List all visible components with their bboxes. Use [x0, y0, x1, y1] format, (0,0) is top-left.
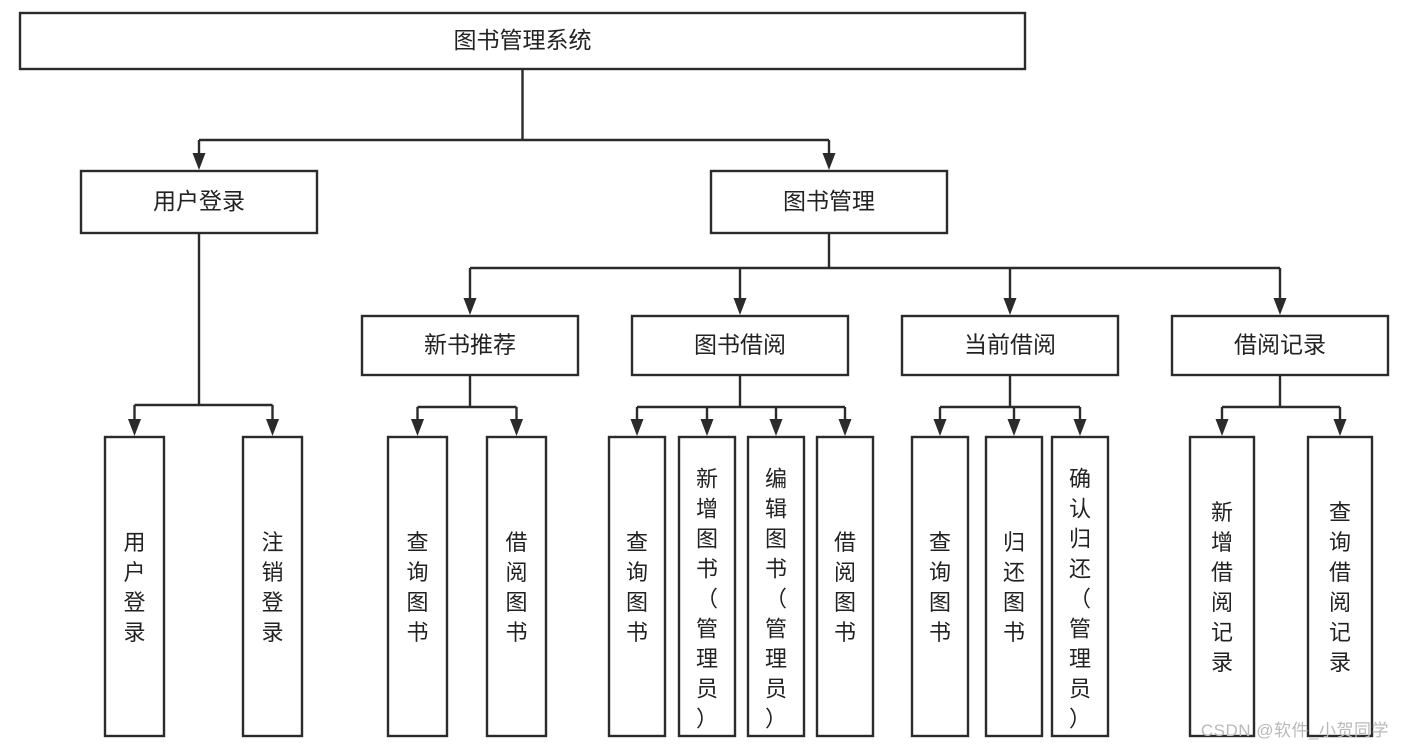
node-box-records[interactable]	[1170, 314, 1390, 377]
node-box-newbook[interactable]	[360, 314, 580, 377]
node-leaf-cur-return[interactable]: 归还图书	[984, 435, 1044, 738]
node-records[interactable]: 借阅记录	[1170, 314, 1390, 377]
node-leaf-borrow-query[interactable]: 查询图书	[607, 435, 667, 738]
edges-layer	[128, 69, 1347, 436]
node-box-leaf-rec-query[interactable]	[1306, 435, 1374, 738]
node-borrow[interactable]: 图书借阅	[630, 314, 850, 377]
node-label-leaf-rec-add: 新增借阅记录	[1211, 500, 1233, 675]
arrow-head-icon	[933, 419, 947, 436]
arrow-head-icon	[192, 153, 206, 170]
node-box-login[interactable]	[79, 169, 319, 235]
node-box-leaf-borrow-edit[interactable]	[746, 435, 806, 738]
arrow-head-icon	[822, 153, 836, 170]
arrow-head-icon	[1215, 419, 1229, 436]
node-box-current[interactable]	[900, 314, 1120, 377]
edge-group-bookmgr	[463, 233, 1287, 315]
node-box-leaf-cur-return[interactable]	[984, 435, 1044, 738]
node-leaf-user-logout[interactable]: 注销登录	[241, 435, 304, 738]
node-leaf-borrow-lend[interactable]: 借阅图书	[815, 435, 875, 738]
node-box-leaf-new-borrow[interactable]	[485, 435, 548, 738]
arrow-head-icon	[1333, 419, 1347, 436]
arrow-head-icon	[1273, 298, 1287, 315]
node-root[interactable]: 图书管理系统	[18, 11, 1027, 71]
nodes-layer: 图书管理系统用户登录图书管理新书推荐图书借阅当前借阅借阅记录用户登录注销登录查询…	[18, 11, 1390, 738]
node-label-leaf-cur-return: 归还图书	[1003, 530, 1025, 645]
node-label-leaf-borrow-edit: 编辑图书（管理员）	[765, 466, 787, 731]
node-label-bookmgr: 图书管理	[783, 188, 875, 214]
arrow-head-icon	[510, 419, 523, 436]
node-label-leaf-new-query: 查询图书	[406, 530, 428, 645]
node-leaf-borrow-add[interactable]: 新增图书（管理员）	[677, 435, 737, 738]
arrow-head-icon	[411, 419, 424, 436]
node-leaf-new-query[interactable]: 查询图书	[386, 435, 449, 738]
arrow-head-icon	[128, 419, 141, 436]
node-label-leaf-user-logout: 注销登录	[261, 530, 283, 645]
arrow-head-icon	[769, 419, 783, 436]
node-label-leaf-rec-query: 查询借阅记录	[1329, 500, 1351, 675]
arrow-head-icon	[838, 419, 852, 436]
node-label-root: 图书管理系统	[454, 27, 592, 53]
node-box-leaf-cur-confirm[interactable]	[1050, 435, 1110, 738]
node-label-leaf-borrow-add: 新增图书（管理员）	[696, 466, 718, 731]
node-box-leaf-new-query[interactable]	[386, 435, 449, 738]
node-box-leaf-user-logout[interactable]	[241, 435, 304, 738]
node-label-records: 借阅记录	[1234, 332, 1326, 358]
node-label-leaf-user-login: 用户登录	[123, 530, 145, 645]
arrow-head-icon	[733, 298, 747, 315]
node-newbook[interactable]: 新书推荐	[360, 314, 580, 377]
node-label-leaf-borrow-lend: 借阅图书	[834, 530, 856, 645]
node-box-leaf-borrow-add[interactable]	[677, 435, 737, 738]
edge-group-records	[1215, 375, 1347, 436]
node-label-login: 用户登录	[153, 188, 245, 214]
arrow-head-icon	[1003, 298, 1017, 315]
node-leaf-borrow-edit[interactable]: 编辑图书（管理员）	[746, 435, 806, 738]
edge-group-root	[192, 69, 836, 170]
arrow-head-icon	[463, 298, 477, 315]
arrow-head-icon	[266, 419, 279, 436]
edge-group-borrow	[630, 375, 852, 436]
node-leaf-cur-confirm[interactable]: 确认归还（管理员）	[1050, 435, 1110, 738]
node-label-newbook: 新书推荐	[424, 332, 516, 358]
node-bookmgr[interactable]: 图书管理	[709, 169, 949, 235]
node-leaf-cur-query[interactable]: 查询图书	[910, 435, 970, 738]
node-current[interactable]: 当前借阅	[900, 314, 1120, 377]
arrow-head-icon	[1007, 419, 1021, 436]
node-label-borrow: 图书借阅	[694, 332, 786, 358]
node-box-leaf-borrow-query[interactable]	[607, 435, 667, 738]
arrow-head-icon	[700, 419, 714, 436]
arrow-head-icon	[630, 419, 644, 436]
edge-group-login	[128, 233, 279, 436]
node-box-leaf-user-login[interactable]	[103, 435, 166, 738]
node-box-leaf-borrow-lend[interactable]	[815, 435, 875, 738]
edge-group-newbook	[411, 375, 523, 436]
node-label-current: 当前借阅	[964, 332, 1056, 358]
node-leaf-user-login[interactable]: 用户登录	[103, 435, 166, 738]
node-leaf-rec-add[interactable]: 新增借阅记录	[1188, 435, 1256, 738]
node-box-borrow[interactable]	[630, 314, 850, 377]
node-label-leaf-cur-confirm: 确认归还（管理员）	[1069, 466, 1091, 731]
node-label-leaf-new-borrow: 借阅图书	[505, 530, 527, 645]
node-box-leaf-rec-add[interactable]	[1188, 435, 1256, 738]
arrow-head-icon	[1073, 419, 1087, 436]
node-leaf-rec-query[interactable]: 查询借阅记录	[1306, 435, 1374, 738]
node-box-bookmgr[interactable]	[709, 169, 949, 235]
node-label-leaf-borrow-query: 查询图书	[626, 530, 648, 645]
node-label-leaf-cur-query: 查询图书	[929, 530, 951, 645]
node-box-root[interactable]	[18, 11, 1027, 71]
edge-group-current	[933, 375, 1087, 436]
node-leaf-new-borrow[interactable]: 借阅图书	[485, 435, 548, 738]
node-box-leaf-cur-query[interactable]	[910, 435, 970, 738]
node-login[interactable]: 用户登录	[79, 169, 319, 235]
